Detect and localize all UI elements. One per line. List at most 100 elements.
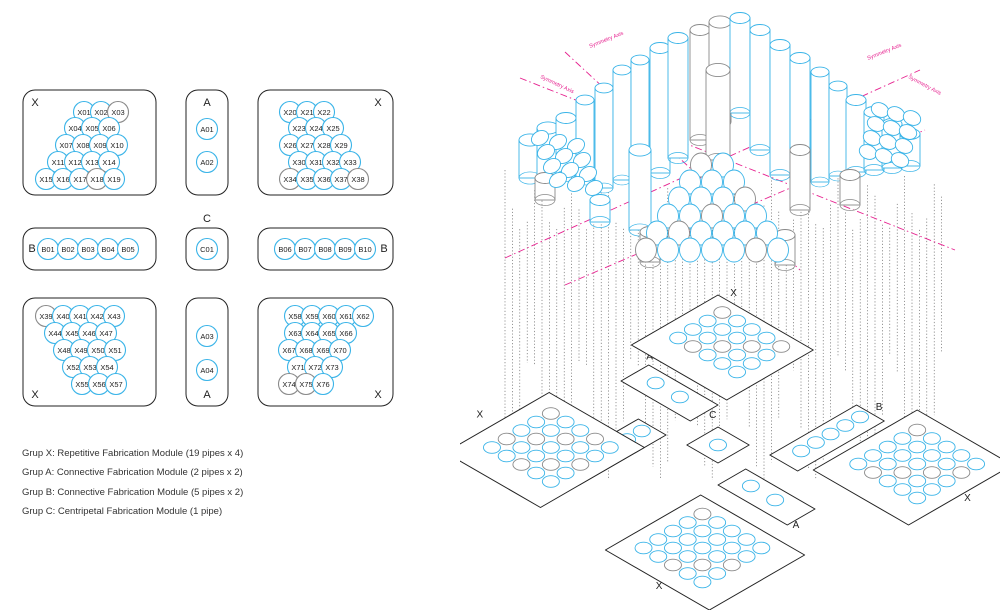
pipe-label: X09 bbox=[93, 141, 106, 150]
pavilion-tube-cap bbox=[575, 94, 595, 106]
plate-pipe bbox=[683, 323, 702, 336]
pavilion-tube bbox=[667, 37, 689, 159]
cluster-pipe bbox=[701, 237, 723, 263]
pipe-label: X46 bbox=[82, 329, 95, 338]
plate-pipe bbox=[713, 306, 732, 319]
axo-module-c-letter: C bbox=[709, 410, 716, 421]
pipe-label: X06 bbox=[102, 124, 115, 133]
plate-pipe bbox=[766, 493, 785, 507]
plate-pipe bbox=[512, 458, 531, 471]
cluster-pipe bbox=[734, 186, 756, 212]
pipe-outline bbox=[195, 150, 219, 174]
module-a-top bbox=[185, 89, 229, 196]
cluster-pipe bbox=[668, 220, 690, 246]
pipe-outline bbox=[195, 358, 219, 382]
plate-pipe bbox=[600, 441, 619, 454]
pavilion-tube-cap bbox=[649, 42, 671, 54]
pipe-label: X40 bbox=[56, 312, 69, 321]
plate-pipe bbox=[952, 449, 971, 462]
pipe-label: X72 bbox=[308, 363, 321, 372]
cluster-pipe bbox=[690, 220, 712, 246]
pipe-label: X36 bbox=[317, 175, 330, 184]
pipe-label: X21 bbox=[300, 108, 313, 117]
pipe-outline bbox=[320, 355, 344, 379]
pipe-outline bbox=[311, 372, 335, 396]
plate-pipe bbox=[664, 541, 682, 555]
plate-pipe bbox=[541, 458, 560, 471]
pavilion-tube bbox=[729, 17, 751, 114]
module-letter-b: B bbox=[380, 243, 387, 255]
plate-pipe bbox=[922, 466, 941, 479]
symmetry-axis-label: Symmetry Axis bbox=[867, 43, 903, 62]
symmetry-axis-label: Symmetry Axis bbox=[907, 74, 942, 96]
pipe-outline bbox=[353, 237, 377, 261]
plate-pipe bbox=[664, 558, 682, 572]
pipe-a04: A04 bbox=[195, 358, 219, 382]
plate-pipe bbox=[967, 457, 986, 471]
pavilion-tube-cap bbox=[749, 24, 771, 36]
module-b-right bbox=[257, 227, 394, 271]
pipe-label: X30 bbox=[292, 158, 305, 167]
pipe-b02: B02 bbox=[56, 237, 80, 261]
pipe-x29: X29 bbox=[329, 133, 353, 157]
module-letter-x: X bbox=[374, 97, 382, 109]
pipe-label: X27 bbox=[300, 141, 313, 150]
pavilion-tube-base bbox=[589, 216, 611, 228]
pavilion-tube-cap bbox=[708, 15, 732, 29]
module-b-left bbox=[22, 227, 157, 271]
pipe-label: X02 bbox=[94, 108, 107, 117]
pavilion-tube-cap bbox=[729, 12, 751, 24]
plate-pipe bbox=[728, 365, 747, 379]
axo-pipes-x-left bbox=[483, 407, 619, 488]
pipe-b10: B10 bbox=[353, 237, 377, 261]
plate-pipe bbox=[922, 432, 941, 445]
fan-pipe bbox=[898, 124, 918, 140]
module-letter-x: X bbox=[374, 389, 382, 401]
module-x-top-right bbox=[257, 89, 394, 196]
axo-module-a-top-letter: A bbox=[646, 352, 653, 363]
pipe-outline bbox=[346, 167, 370, 191]
fan-pipe bbox=[902, 110, 922, 126]
pavilion-tube bbox=[705, 69, 731, 161]
cluster-pipe bbox=[745, 237, 767, 263]
symmetry-axis-label: Symmetry Axis bbox=[539, 74, 575, 95]
plate-pipe bbox=[541, 424, 560, 437]
plate-pipe bbox=[737, 550, 756, 563]
pavilion-tube-base bbox=[789, 204, 811, 216]
legend-item-x: Grup X: Repetitive Fabrication Module (1… bbox=[22, 448, 244, 459]
pipe-label: X15 bbox=[39, 175, 52, 184]
cluster-pipe bbox=[745, 203, 767, 229]
legend: Grup X: Repetitive Fabrication Module (1… bbox=[22, 444, 243, 522]
pipe-label: X58 bbox=[288, 312, 301, 321]
pipe-outline bbox=[116, 237, 140, 261]
pipe-label: X39 bbox=[39, 312, 52, 321]
cluster-pipe bbox=[679, 169, 701, 195]
cluster-pipe bbox=[646, 220, 668, 246]
axo-pipes-a-top bbox=[646, 376, 689, 404]
module-c-center bbox=[185, 227, 229, 271]
pipe-label: X68 bbox=[299, 346, 312, 355]
plate-pipe bbox=[649, 533, 668, 546]
cluster-pipe bbox=[635, 237, 657, 263]
pipe-label: B03 bbox=[81, 245, 94, 254]
module-letter-x: X bbox=[31, 389, 39, 401]
plate-pipe bbox=[693, 558, 712, 572]
module-letter-x: X bbox=[31, 97, 39, 109]
pipe-label: X42 bbox=[90, 312, 103, 321]
module-a-bottom bbox=[185, 297, 229, 407]
cluster-pipe bbox=[767, 237, 789, 263]
plate-pipe bbox=[678, 516, 697, 529]
plate-pipe bbox=[952, 466, 971, 479]
pipe-label: X07 bbox=[59, 141, 72, 150]
pavilion-tube bbox=[789, 149, 811, 211]
plate-pipe bbox=[864, 449, 882, 462]
pipe-x36: X36 bbox=[312, 167, 336, 191]
plate-pipe bbox=[937, 440, 956, 454]
pipe-label: X31 bbox=[309, 158, 322, 167]
pipe-label: A04 bbox=[200, 366, 213, 375]
fan-pipe bbox=[585, 180, 603, 196]
module-letter-a: A bbox=[203, 97, 211, 109]
fan-pipe bbox=[543, 158, 561, 174]
pavilion-tube-cap bbox=[689, 24, 711, 36]
plate-pipe bbox=[527, 449, 546, 463]
